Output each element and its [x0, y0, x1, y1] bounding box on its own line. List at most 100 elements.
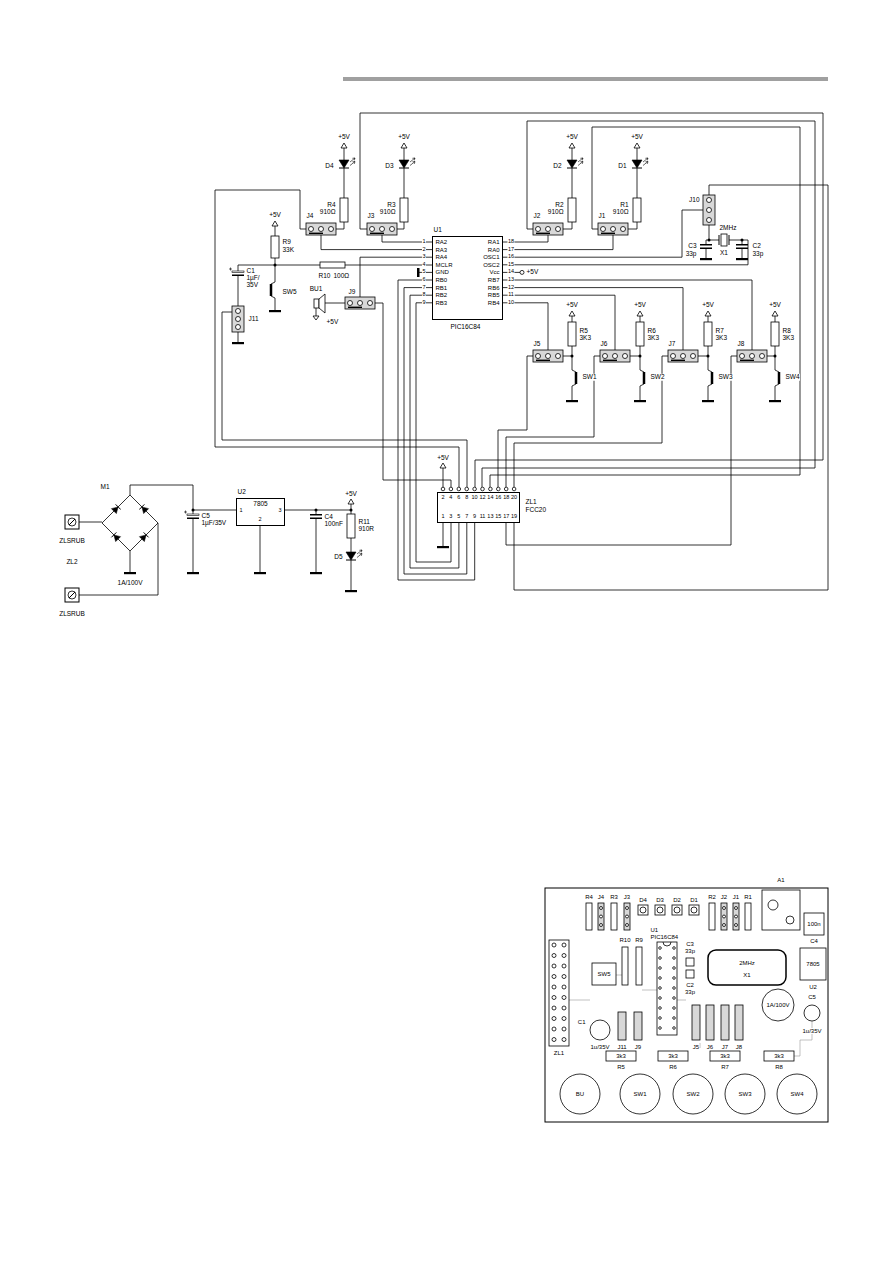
part-label: +5V — [566, 134, 579, 141]
part-label: D5 — [334, 554, 343, 561]
wire — [344, 148, 345, 160]
pcb-ic — [657, 942, 677, 1035]
part-label: J5 — [692, 1044, 699, 1050]
jumper-symbol — [533, 350, 563, 362]
part-label: 33K — [282, 247, 295, 254]
wire — [563, 222, 572, 229]
part-label: RB2 — [435, 292, 448, 298]
wire — [709, 225, 710, 240]
wire — [503, 288, 683, 350]
part-label: +5V — [398, 134, 411, 141]
pcb-pad — [626, 907, 629, 910]
jumper-pin — [309, 227, 314, 232]
resistor-symbol — [271, 236, 279, 258]
supply-arrow — [272, 221, 278, 226]
part-label: RB3 — [435, 300, 448, 306]
part-label: 14 — [507, 270, 514, 276]
wire — [514, 356, 668, 487]
supply-arrow — [440, 463, 446, 468]
pcb-button — [777, 1074, 817, 1114]
wire — [506, 356, 600, 487]
part-label: Vcc — [489, 269, 500, 275]
pcb-pad — [562, 954, 566, 958]
part-label: 7 — [422, 285, 426, 291]
resistor-symbol — [347, 514, 355, 538]
crystal-body — [721, 234, 727, 246]
buzzer-symbol — [314, 299, 319, 308]
wire — [321, 235, 432, 250]
pcb-bridge — [762, 989, 794, 1021]
part-label: OSC1 — [483, 254, 500, 260]
pcb-led — [640, 907, 646, 913]
supply-arrow — [348, 499, 354, 504]
part-label: R9 — [635, 937, 644, 943]
wire — [742, 249, 743, 258]
wire — [193, 519, 194, 572]
part-label: 16 — [507, 254, 514, 260]
buzzer-symbol — [319, 294, 325, 313]
part-label: +5V — [345, 491, 358, 498]
part-label: D4 — [325, 163, 334, 170]
screw-terminal — [65, 588, 79, 602]
wire — [360, 257, 432, 297]
wire — [503, 240, 748, 265]
capacitor-plate — [310, 518, 322, 520]
part-label: D2 — [553, 163, 562, 170]
part-label: J8 — [737, 341, 745, 348]
wire — [238, 332, 239, 342]
pcb-pad — [735, 907, 738, 910]
part-label: 1A/100V — [766, 1002, 790, 1008]
wire — [275, 258, 276, 282]
part-label: SW3 — [718, 374, 733, 381]
part-label: J10 — [689, 197, 700, 204]
led-symbol — [339, 160, 349, 168]
jumper-symbol — [737, 350, 767, 362]
capacitor-plate — [232, 275, 244, 277]
part-label: 8 — [422, 292, 426, 298]
jumper-pin — [236, 317, 241, 322]
part-label: 9 — [422, 300, 426, 306]
part-label: 2 — [422, 247, 426, 253]
part-label: 1 — [441, 514, 445, 520]
part-label: RB1 — [435, 285, 448, 291]
supply-arrow — [341, 143, 347, 148]
jumper-pin — [380, 227, 385, 232]
part-label: ZL1 — [553, 1050, 564, 1056]
part-label: D3 — [656, 897, 665, 903]
wire — [351, 504, 352, 514]
led-symbol — [632, 160, 642, 168]
ground-symbol — [187, 572, 199, 574]
pcb-pad — [673, 977, 676, 980]
capacitor-plate — [736, 244, 748, 246]
jumper-pin — [319, 227, 324, 232]
switch-symbol — [271, 282, 275, 298]
part-label: ZL2 — [66, 559, 78, 566]
part-label: D2 — [673, 897, 682, 903]
supply-arrow — [772, 311, 778, 316]
diode-symbol — [139, 504, 144, 509]
jumper-link — [536, 360, 550, 361]
part-label: R5 — [617, 1064, 626, 1070]
part-label: 4 — [422, 262, 426, 268]
part-label: MCLR — [435, 262, 453, 268]
pcb-pad — [626, 924, 629, 927]
jumper-pin — [671, 354, 676, 359]
switch-symbol — [270, 284, 273, 296]
junction-dot — [274, 264, 277, 267]
connector-pin — [441, 487, 445, 491]
part-label: SW1 — [582, 374, 597, 381]
part-name: U1 — [433, 227, 442, 234]
part-label: 2MHz — [739, 960, 756, 966]
supply-arrow — [637, 311, 643, 316]
wire — [360, 113, 823, 487]
wire — [404, 168, 405, 198]
part-label: RA2 — [435, 239, 448, 245]
pcb-jumper — [733, 903, 739, 930]
pcb-trace — [794, 1021, 812, 1056]
crystal-plate — [729, 235, 730, 245]
pcb-pad — [673, 967, 676, 970]
pcb-pad — [552, 1038, 556, 1042]
wire — [193, 510, 236, 511]
junction-dot — [708, 239, 711, 242]
wire — [285, 510, 351, 511]
